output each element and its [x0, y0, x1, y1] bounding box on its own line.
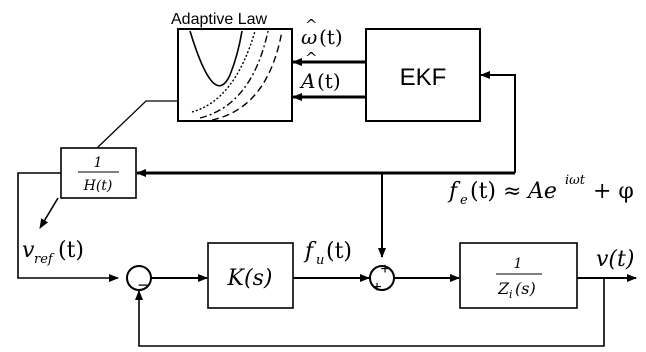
fe-subscript: e: [460, 193, 468, 208]
inverse-h-numerator: 1: [94, 155, 103, 171]
omega-hat-accent: ^: [305, 16, 318, 34]
vref-symbol: v: [22, 238, 35, 263]
ekf-label: EKF: [400, 64, 447, 91]
vref-path: [17, 172, 119, 282]
k-block-label: K(s): [227, 266, 273, 291]
adaptive-to-h-link: [96, 100, 178, 149]
inverse-h-block: 1 H(t): [60, 147, 137, 199]
sum2-plus-top: +: [380, 261, 389, 278]
fe-exponent: iωt: [565, 173, 586, 188]
inverse-z-den-subscript: i: [509, 288, 513, 301]
sum2-plus-bottom: +: [372, 279, 381, 296]
fe-amplitude: Ae: [526, 179, 557, 204]
fe-label: f e (t) ≈ Ae iωt + φ: [447, 173, 634, 208]
a-hat-label: ^ A (t): [299, 49, 341, 93]
fe-approx: ≈: [503, 179, 521, 204]
inverse-z-numerator: 1: [514, 256, 523, 272]
omega-hat-arg: (t): [319, 25, 343, 49]
fe-symbol: f: [447, 179, 461, 204]
fu-arg: (t): [326, 239, 352, 264]
vref-pointer-arrow: [39, 197, 59, 229]
inverse-z-den-arg: (s): [515, 279, 536, 298]
a-hat-symbol: A: [299, 69, 315, 93]
a-hat-accent: ^: [305, 49, 318, 67]
ekf-block: EKF: [365, 28, 481, 122]
feedback-path: [135, 278, 605, 347]
fe-tail: + φ: [593, 179, 634, 204]
adaptive-law-label: Adaptive Law: [171, 11, 268, 28]
adaptive-law-block: [177, 28, 293, 122]
k-block: K(s): [207, 242, 294, 309]
vref-subscript: ref: [34, 252, 55, 267]
summing-junction-1: −: [126, 265, 152, 295]
inverse-z-block: 1 Z i (s): [459, 242, 578, 309]
summing-junction-2: + +: [369, 261, 395, 296]
a-hat-arg: (t): [317, 69, 341, 93]
fe-to-ekf-line: [480, 71, 516, 173]
sum1-minus-sign: −: [138, 275, 149, 295]
omega-hat-symbol: ω: [301, 25, 317, 49]
fu-label: f u (t): [303, 239, 352, 268]
inverse-h-denominator: H(t): [83, 178, 113, 194]
vref-label: v ref (t): [22, 238, 84, 267]
output-v-label: v(t): [596, 247, 634, 272]
vref-arg: (t): [58, 238, 84, 263]
omega-hat-label: ^ ω (t): [301, 16, 343, 49]
fu-symbol: f: [303, 239, 317, 264]
fe-arg: (t): [470, 179, 496, 204]
fu-subscript: u: [316, 253, 324, 268]
inverse-z-den-symbol: Z: [497, 279, 510, 298]
adaptive-law-curves: [189, 30, 283, 121]
